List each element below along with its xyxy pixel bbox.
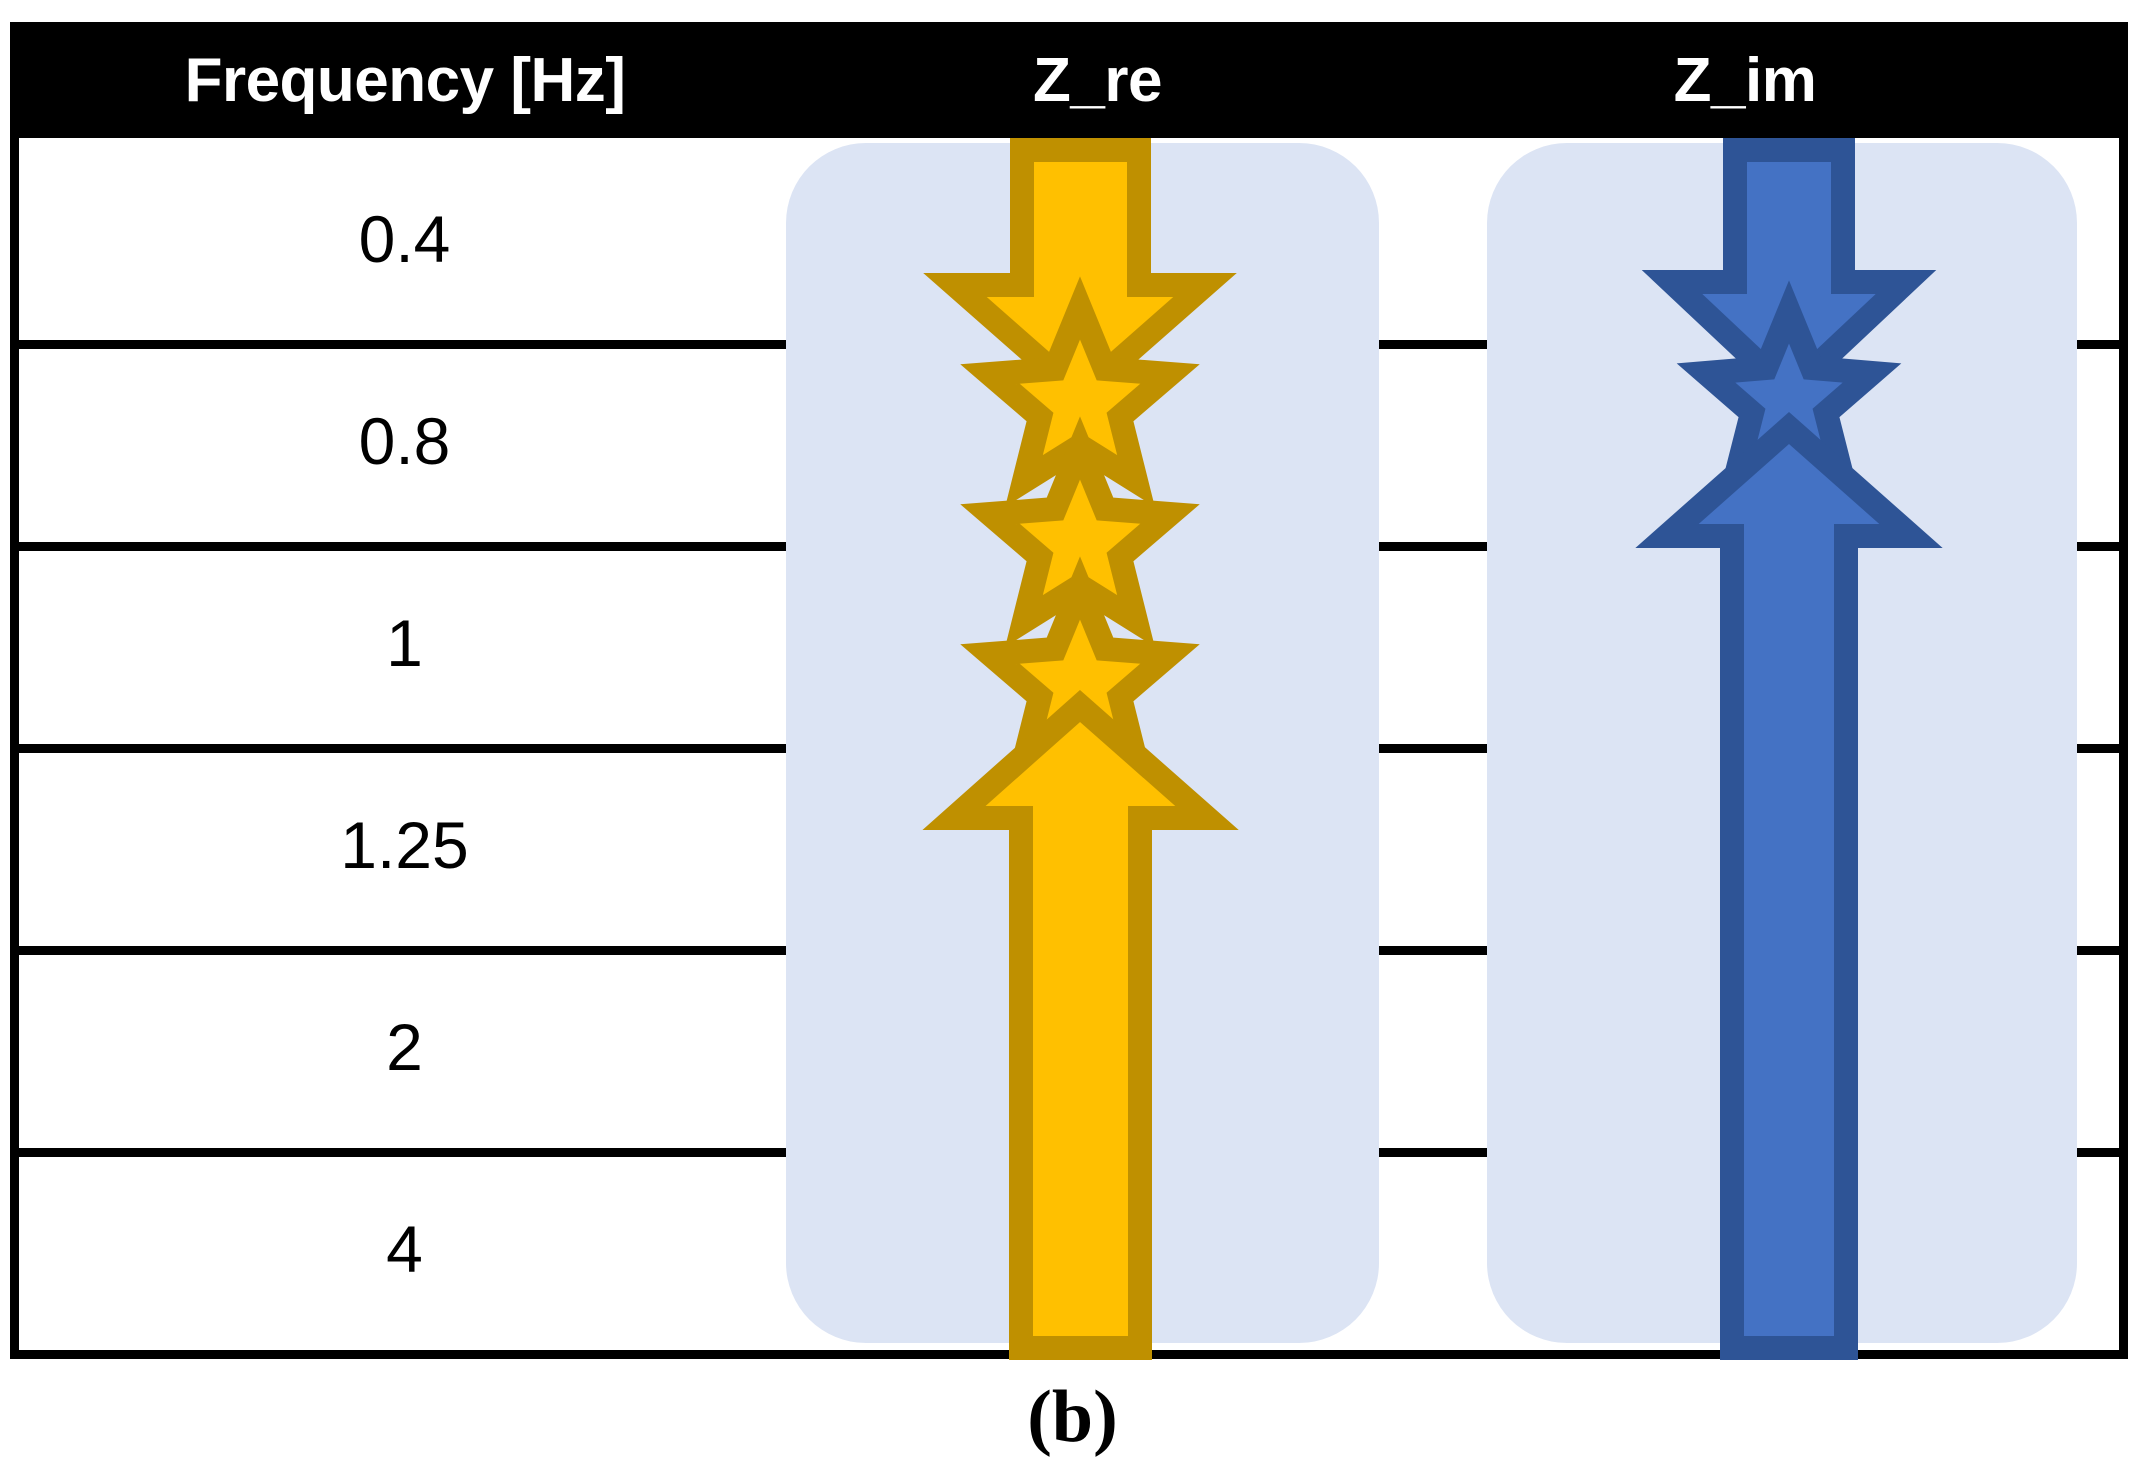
column-header-z-im: Z_im bbox=[1673, 45, 1817, 115]
frequency-cell: 2 bbox=[386, 1010, 423, 1084]
table-row: 0.4 bbox=[19, 138, 2119, 340]
frequency-cell: 0.4 bbox=[358, 202, 451, 276]
figure-caption: (b) bbox=[1027, 1376, 1118, 1458]
table-row: 0.8 bbox=[19, 340, 2119, 542]
table-row: 2 bbox=[19, 946, 2119, 1148]
zre-column-highlight bbox=[786, 143, 1379, 1343]
frequency-cell: 4 bbox=[386, 1212, 423, 1286]
column-header-z-re: Z_re bbox=[1033, 45, 1162, 115]
table-row: 1 bbox=[19, 542, 2119, 744]
frequency-cell: 0.8 bbox=[358, 404, 451, 478]
frequency-cell: 1 bbox=[386, 606, 423, 680]
zim-column-highlight bbox=[1487, 143, 2077, 1343]
table-row: 4 bbox=[19, 1148, 2119, 1350]
frequency-cell: 1.25 bbox=[340, 808, 469, 882]
column-header-frequency: Frequency [Hz] bbox=[184, 45, 626, 115]
table-header: Frequency [Hz] Z_re Z_im bbox=[10, 22, 2128, 138]
table-row: 1.25 bbox=[19, 744, 2119, 946]
